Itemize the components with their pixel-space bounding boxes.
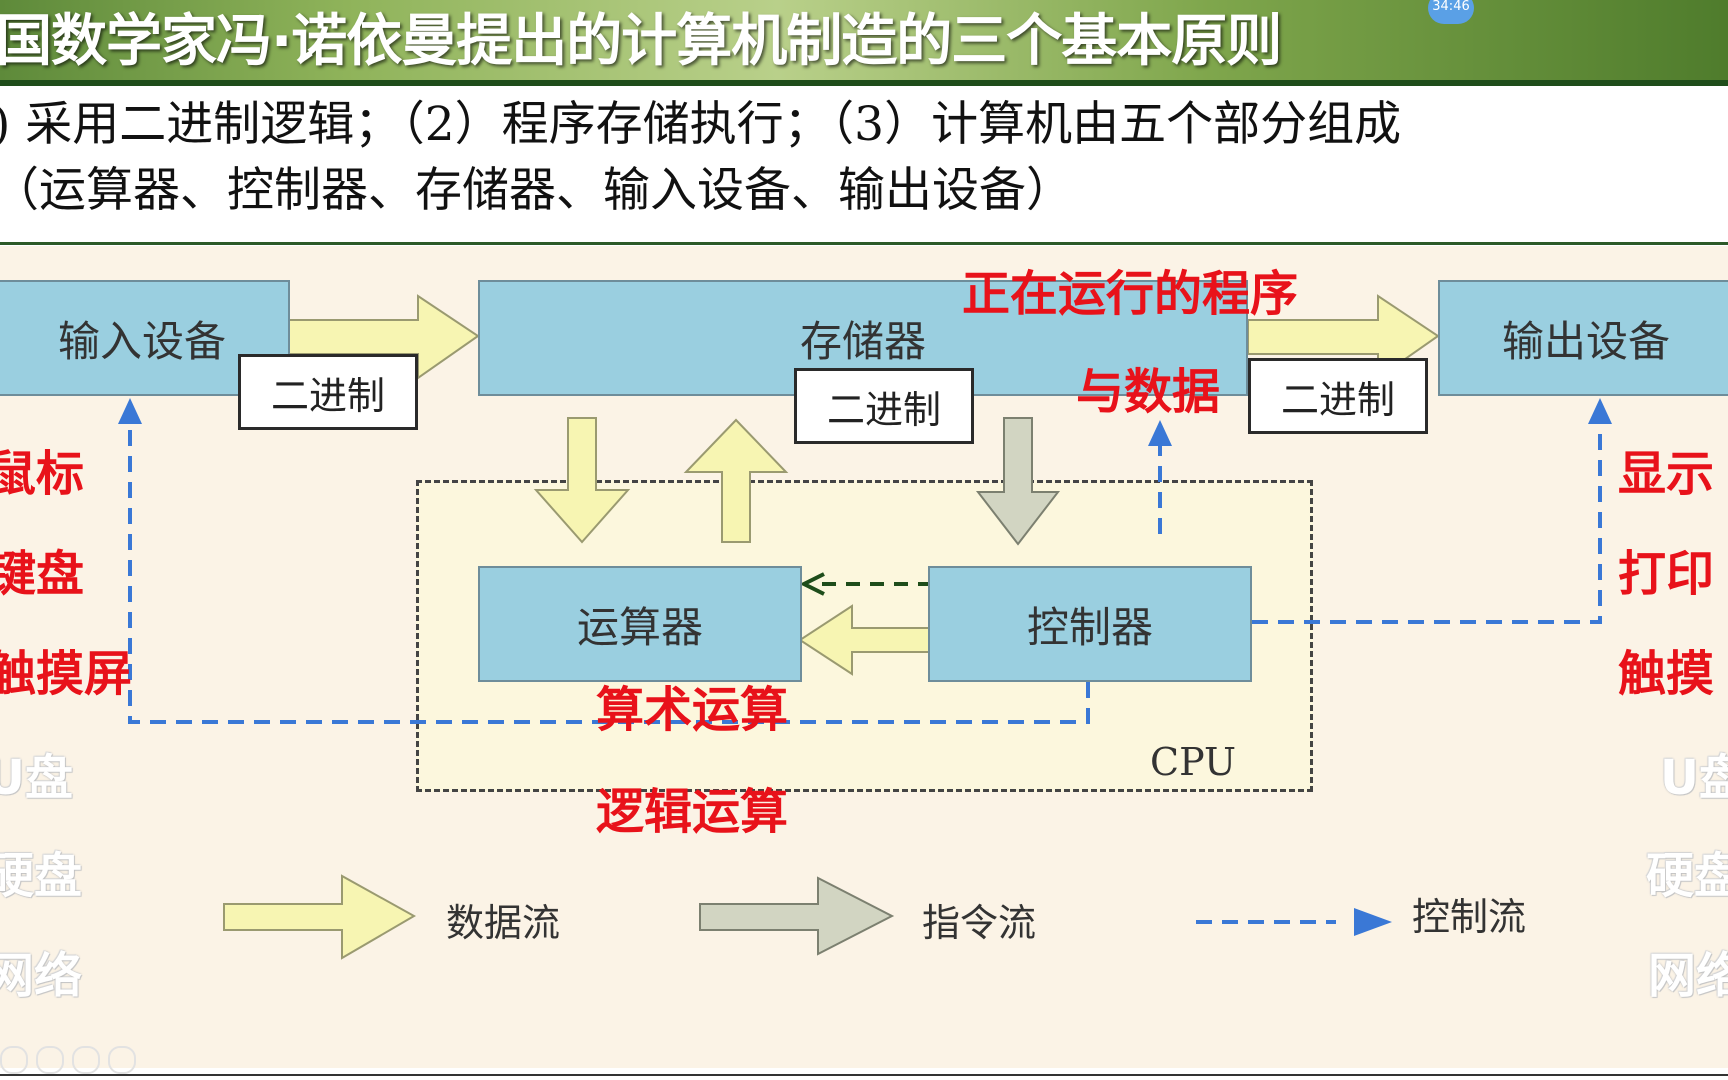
input-storage-harddisk: 硬盘 xyxy=(0,848,83,904)
prev-slide-icon[interactable] xyxy=(0,1046,28,1074)
slide-header: 国数学家冯·诺依曼提出的计算机制造的三个基本原则 34:46 xyxy=(0,0,1728,86)
principles-text: ) 采用二进制逻辑；（2）程序存储执行；（3）计算机由五个部分组成 （运算器、控… xyxy=(0,92,1728,224)
input-storage-usb: U盘 xyxy=(0,750,73,806)
output-storage-usb: U盘 xyxy=(1660,750,1728,806)
output-storage-network: 网络 xyxy=(1648,948,1728,1004)
instruction-arrow-memory-to-controller xyxy=(975,417,1061,546)
controller-label: 控制器 xyxy=(1026,602,1153,652)
data-arrow-memory-to-alu xyxy=(533,417,631,544)
binary-label-output: 二进制 xyxy=(1248,358,1428,434)
control-line-to-output xyxy=(1252,418,1602,624)
legend-control-flow-arrowhead xyxy=(1354,908,1392,936)
control-arrowhead-input xyxy=(118,398,142,424)
principle-line-2: （运算器、控制器、存储器、输入设备、输出设备） xyxy=(0,163,1073,218)
legend-instruction-flow: 指令流 xyxy=(922,901,1037,945)
slide-title: 国数学家冯·诺依曼提出的计算机制造的三个基本原则 xyxy=(0,9,1282,74)
output-device-printer: 打印 xyxy=(1618,546,1715,602)
memory-note-line-2: 与数据 xyxy=(1076,364,1221,420)
control-arrowhead-memory xyxy=(1148,420,1172,446)
binary-label-input: 二进制 xyxy=(238,354,418,430)
alu-note-line-2: 逻辑运算 xyxy=(596,784,789,840)
input-device-label: 输入设备 xyxy=(57,316,226,366)
input-device-mouse: 鼠标 xyxy=(0,446,85,502)
principle-line-1: ) 采用二进制逻辑；（2）程序存储执行；（3）计算机由五个部分组成 xyxy=(0,97,1402,152)
output-device-display: 显示 xyxy=(1618,446,1715,502)
control-dashed-arrowhead xyxy=(799,572,825,596)
input-device-keyboard: 键盘 xyxy=(0,546,85,602)
memory-note-line-1: 正在运行的程序 xyxy=(962,266,1299,322)
legend-data-flow: 数据流 xyxy=(446,901,561,945)
legend-instruction-flow-arrow xyxy=(699,876,895,956)
control-line-to-input xyxy=(128,418,1090,724)
alu-label: 运算器 xyxy=(576,602,703,652)
data-arrow-controller-to-alu xyxy=(798,604,933,676)
output-storage-harddisk: 硬盘 xyxy=(1646,848,1728,904)
input-device-touchscreen: 触摸屏 xyxy=(0,646,133,702)
alu-block: 运算器 xyxy=(478,566,802,682)
pen-tool-icon[interactable] xyxy=(36,1046,64,1074)
input-storage-network: 网络 xyxy=(0,948,83,1004)
legend-data-flow-arrow xyxy=(223,874,417,960)
slideshow-controls[interactable] xyxy=(0,1046,136,1074)
zoom-icon[interactable] xyxy=(72,1046,100,1074)
output-device-block: 输出设备 xyxy=(1438,280,1728,396)
controller-block: 控制器 xyxy=(928,566,1252,682)
timer-badge: 34:46 xyxy=(1428,0,1474,24)
legend-control-flow: 控制流 xyxy=(1412,895,1527,939)
binary-label-memory: 二进制 xyxy=(794,368,974,444)
alu-note-line-1: 算术运算 xyxy=(596,682,789,738)
separator-line xyxy=(0,242,1728,245)
control-arrowhead-output xyxy=(1588,398,1612,424)
output-device-label: 输出设备 xyxy=(1501,316,1670,366)
bottom-divider xyxy=(0,1074,1728,1076)
data-arrow-memory-to-output xyxy=(1247,294,1440,380)
more-options-icon[interactable] xyxy=(108,1046,136,1074)
output-device-touch: 触摸 xyxy=(1618,646,1715,702)
cpu-label: CPU xyxy=(1150,740,1237,784)
data-arrow-alu-to-memory xyxy=(683,418,789,543)
memory-label: 存储器 xyxy=(799,316,926,366)
